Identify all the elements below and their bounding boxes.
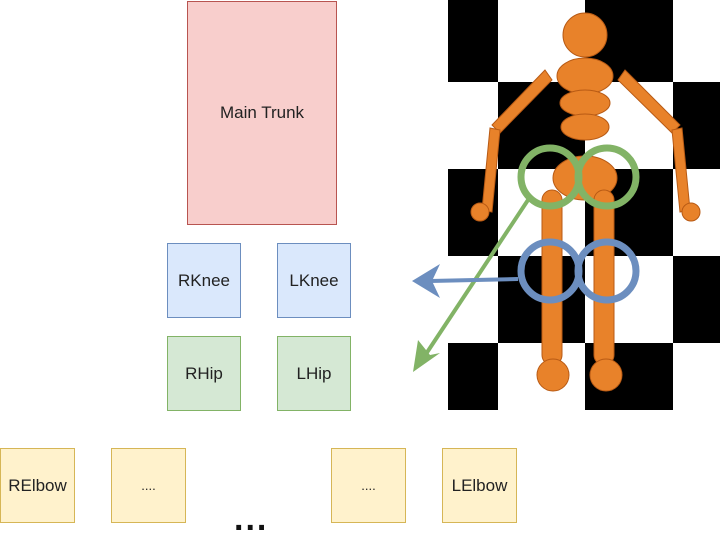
lhip-node: LHip — [277, 336, 351, 411]
knee-joint-circles — [517, 238, 640, 304]
relbow-node: RElbow — [0, 448, 75, 523]
knee-arrow — [412, 264, 519, 298]
rhip-node: RHip — [167, 336, 241, 411]
placeholder-node: .... — [331, 448, 406, 523]
rknee-node: RKnee — [167, 243, 241, 318]
figure-body — [470, 12, 701, 392]
lknee-node: LKnee — [277, 243, 351, 318]
placeholder-node: .... — [111, 448, 186, 523]
ellipsis: ... — [234, 500, 269, 538]
lelbow-node: LElbow — [442, 448, 517, 523]
main-trunk-node: Main Trunk — [187, 1, 337, 225]
hip-joint-circles — [517, 144, 640, 210]
